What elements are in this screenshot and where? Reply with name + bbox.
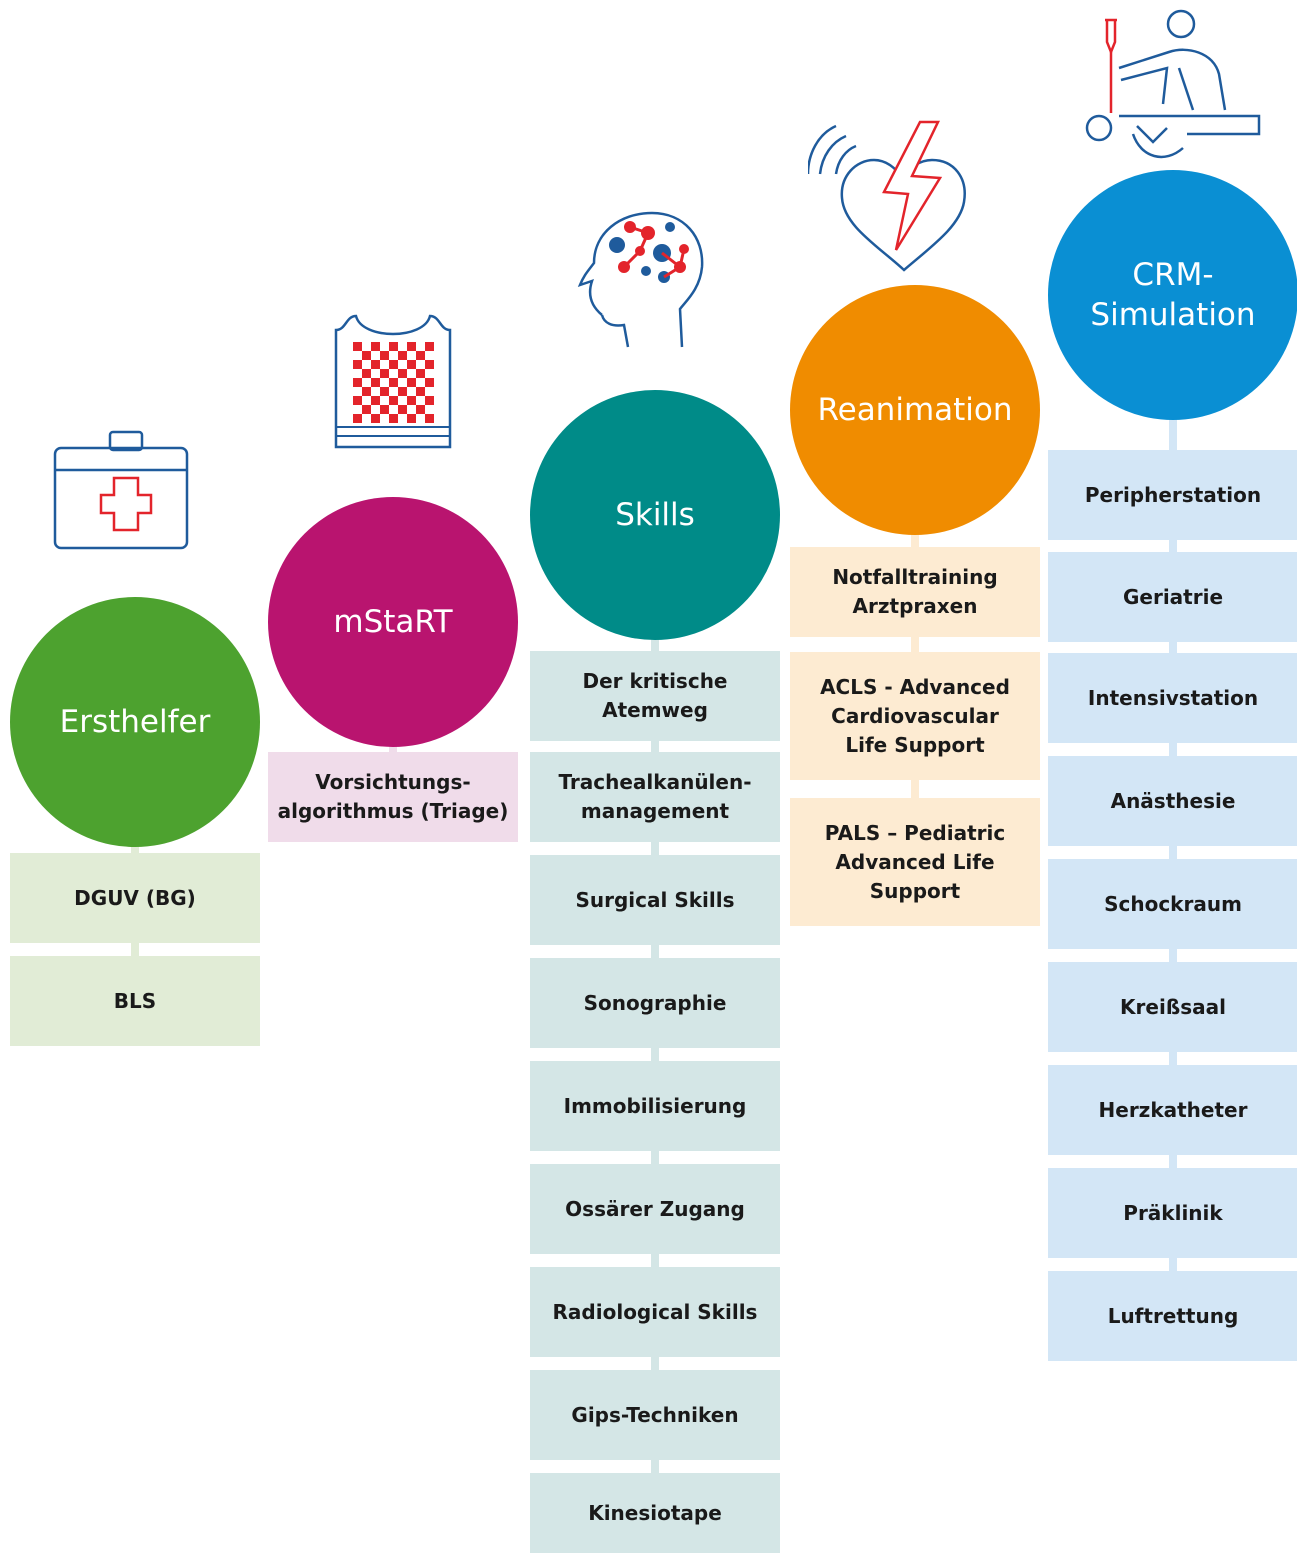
heart-defibrillation-icon xyxy=(808,120,966,272)
course-box[interactable]: Herzkatheter xyxy=(1048,1065,1297,1155)
course-box[interactable]: ACLS - Advanced Cardiovascular Life Supp… xyxy=(790,652,1040,780)
course-box[interactable]: Sonographie xyxy=(530,958,780,1048)
course-box[interactable]: Peripherstation xyxy=(1048,450,1297,540)
course-box[interactable]: Vorsichtungs- algorithmus (Triage) xyxy=(268,752,518,842)
column-mstart: mStaRT Vorsichtungs- algorithmus (Triage… xyxy=(268,0,518,1553)
course-box[interactable]: Notfalltraining Arztpraxen xyxy=(790,547,1040,637)
triage-vest-icon xyxy=(334,314,452,449)
course-box[interactable]: Anästhesie xyxy=(1048,756,1297,846)
column-crm-simulation: CRM- Simulation Peripherstation Geriatri… xyxy=(1048,0,1297,1553)
category-circle-skills[interactable]: Skills xyxy=(530,390,780,640)
course-box[interactable]: Kinesiotape xyxy=(530,1473,780,1553)
course-box[interactable]: Der kritische Atemweg xyxy=(530,651,780,741)
checker-pattern xyxy=(353,342,434,423)
course-box[interactable]: Geriatrie xyxy=(1048,552,1297,642)
course-box[interactable]: Präklinik xyxy=(1048,1168,1297,1258)
course-box[interactable]: Ossärer Zugang xyxy=(530,1164,780,1254)
brain-head-icon xyxy=(577,211,704,348)
course-box[interactable]: DGUV (BG) xyxy=(10,853,260,943)
category-circle-reanimation[interactable]: Reanimation xyxy=(790,285,1040,535)
course-box[interactable]: PALS – Pediatric Advanced Life Support xyxy=(790,798,1040,926)
cpr-simulation-icon xyxy=(1085,9,1261,159)
first-aid-kit-icon xyxy=(53,430,189,550)
course-box[interactable]: Surgical Skills xyxy=(530,855,780,945)
course-box[interactable]: Kreißsaal xyxy=(1048,962,1297,1052)
course-box[interactable]: Luftrettung xyxy=(1048,1271,1297,1361)
column-reanimation: Reanimation Notfalltraining Arztpraxen A… xyxy=(790,0,1040,1553)
course-box[interactable]: Gips-Techniken xyxy=(530,1370,780,1460)
course-box[interactable]: Intensivstation xyxy=(1048,653,1297,743)
category-circle-ersthelfer[interactable]: Ersthelfer xyxy=(10,597,260,847)
course-box[interactable]: BLS xyxy=(10,956,260,1046)
course-box[interactable]: Trachealkanülen- management xyxy=(530,752,780,842)
category-circle-crm-simulation[interactable]: CRM- Simulation xyxy=(1048,170,1297,420)
course-box[interactable]: Immobilisierung xyxy=(530,1061,780,1151)
column-ersthelfer: Ersthelfer DGUV (BG) BLS xyxy=(10,0,260,1553)
course-box[interactable]: Schockraum xyxy=(1048,859,1297,949)
course-box[interactable]: Radiological Skills xyxy=(530,1267,780,1357)
column-skills: Skills Der kritische Atemweg Trachealkan… xyxy=(530,0,780,1553)
category-circle-mstart[interactable]: mStaRT xyxy=(268,497,518,747)
